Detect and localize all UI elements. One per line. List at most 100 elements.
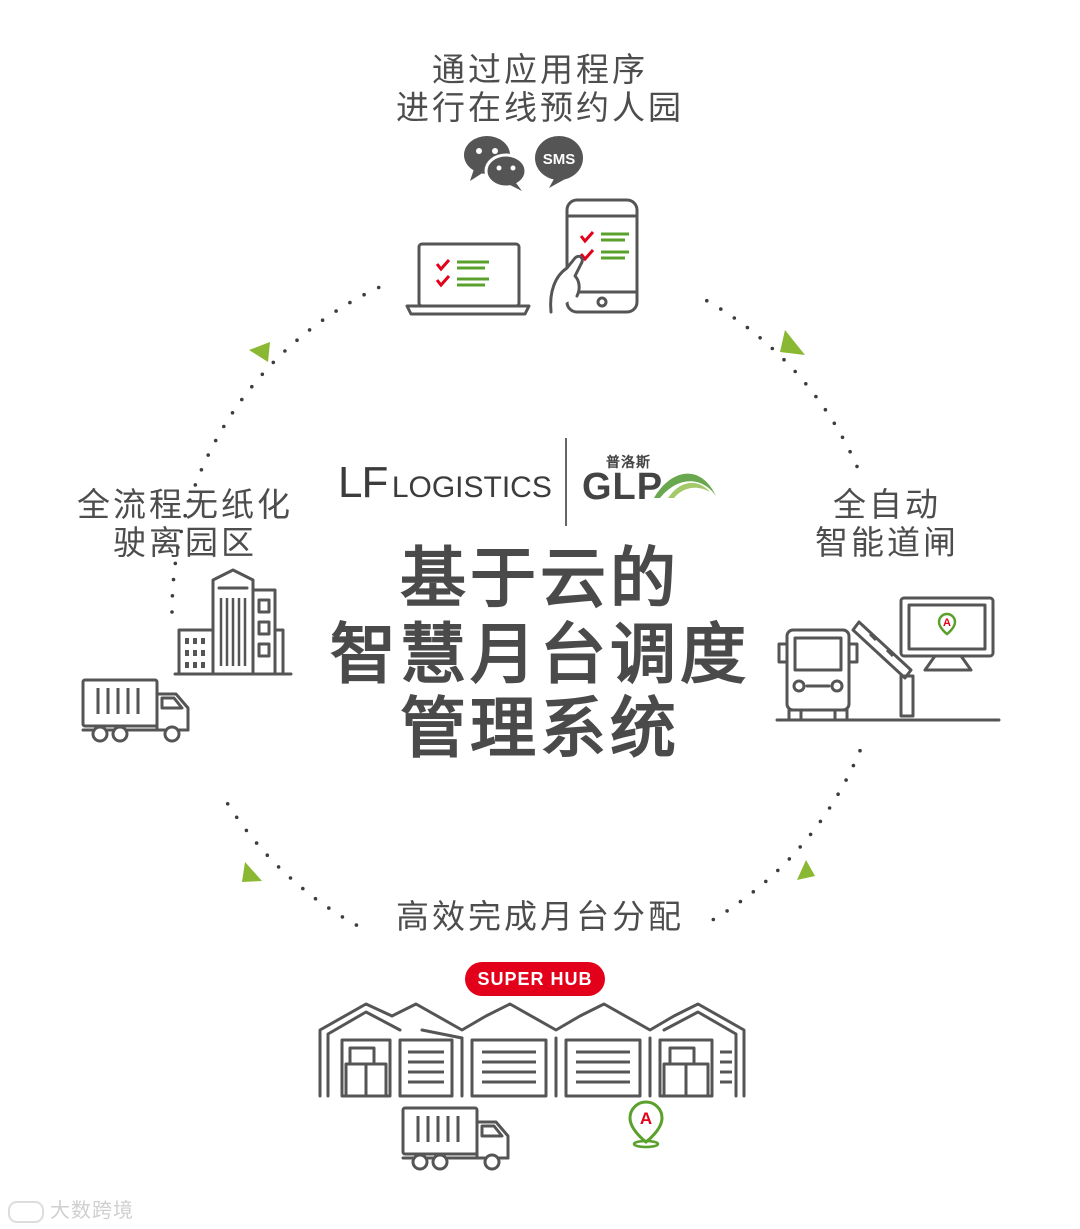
- arrow-bottom-left: [242, 862, 262, 882]
- arrow-top-right: [780, 330, 805, 355]
- cycle-dot: [705, 298, 709, 303]
- bottom-label: 高效完成月台分配: [396, 897, 684, 936]
- cycle-dot: [206, 453, 210, 457]
- cycle-dot: [213, 438, 218, 443]
- glp-chinese-name: 普洛斯: [606, 455, 651, 471]
- cycle-dot: [764, 879, 768, 884]
- truck-icon-left: [81, 678, 190, 743]
- left-label-line2: 驶离园区: [113, 523, 257, 562]
- cycle-dot: [320, 318, 325, 323]
- arrow-top-left: [249, 342, 270, 362]
- warehouse-icon: [318, 1002, 746, 1098]
- location-pin-icon: A: [628, 1100, 664, 1149]
- top-label-line2: 进行在线预约人园: [396, 88, 684, 127]
- cycle-dot: [823, 407, 828, 412]
- watermark: 大数跨境: [8, 1194, 134, 1223]
- cycle-dot: [234, 815, 239, 820]
- center-title-line3: 管理系统: [400, 690, 680, 767]
- cycle-dot: [188, 498, 192, 503]
- cycle-dot: [362, 292, 366, 297]
- cycle-dot: [171, 577, 176, 582]
- cycle-dot: [225, 802, 230, 806]
- cycle-dot: [776, 868, 780, 873]
- cycle-dot: [222, 424, 226, 429]
- cycle-dot: [340, 915, 345, 919]
- cycle-dot: [832, 421, 837, 426]
- cycle-dot: [179, 529, 183, 534]
- cycle-dot: [855, 464, 859, 469]
- cycle-dot: [844, 778, 848, 782]
- cycle-dot: [199, 468, 204, 472]
- cycle-dot: [827, 806, 832, 810]
- cycle-dot: [271, 360, 276, 365]
- right-label-line2: 智能道闸: [815, 523, 959, 562]
- cycle-dot: [265, 853, 270, 857]
- cycle-dot: [244, 828, 249, 833]
- cycle-dot: [745, 325, 750, 330]
- lf-logo-small: LOGISTICS: [391, 471, 552, 504]
- laptop-icon: [405, 242, 531, 316]
- lf-logo-big: LF: [338, 458, 388, 507]
- cycle-dot: [288, 876, 293, 880]
- cycle-dot: [176, 545, 180, 550]
- cycle-dot: [348, 300, 352, 305]
- top-label-line1: 通过应用程序: [432, 50, 648, 89]
- cycle-dot: [276, 865, 281, 869]
- glp-logo-text: GLP: [582, 466, 664, 508]
- center-title-line1: 基于云的: [400, 540, 680, 617]
- center-title-line2: 智慧月台调度: [330, 616, 750, 693]
- cycle-dot: [313, 896, 318, 901]
- arrow-bottom-right: [797, 860, 815, 880]
- cycle-dot: [738, 899, 743, 904]
- cycle-dot: [240, 397, 244, 402]
- right-label-line1: 全自动: [833, 485, 941, 524]
- cycle-dot: [851, 763, 856, 768]
- cycle-dot: [307, 328, 312, 332]
- cycle-dot: [354, 923, 359, 927]
- truck-icon-bottom: [401, 1106, 510, 1171]
- cycle-dot: [183, 513, 187, 518]
- wechat-icon: [464, 136, 528, 191]
- cycle-dot: [334, 309, 338, 313]
- cycle-dot: [804, 382, 808, 386]
- watermark-text: 大数跨境: [50, 1198, 134, 1222]
- cycle-dot: [327, 906, 331, 910]
- cycle-dot: [283, 349, 287, 353]
- cycle-dot: [719, 307, 723, 311]
- cycle-dot: [858, 748, 862, 753]
- super-hub-badge: SUPER HUB: [465, 962, 605, 996]
- lf-logistics-logo: LF LOGISTICS: [338, 458, 552, 508]
- svg-text:SMS: SMS: [543, 151, 576, 168]
- cycle-dot: [193, 483, 198, 487]
- logo-divider: [565, 438, 567, 526]
- svg-text:A: A: [943, 617, 951, 629]
- cycle-dot: [793, 369, 797, 374]
- svg-text:A: A: [640, 1109, 652, 1128]
- cycle-dot: [711, 917, 716, 922]
- cycle-dot: [818, 819, 823, 824]
- cycle-dot: [848, 449, 852, 454]
- cycle-dot: [782, 357, 786, 362]
- cycle-dot: [758, 336, 762, 340]
- cycle-dot: [254, 841, 259, 845]
- cycle-dot: [260, 372, 265, 377]
- cycle-dot: [751, 890, 756, 894]
- cycle-dot: [173, 561, 178, 566]
- buildings-icon: [173, 568, 293, 676]
- cycle-dot: [732, 316, 737, 320]
- cycle-dot: [376, 285, 381, 290]
- cycle-dot: [250, 384, 254, 389]
- phone-icon: [549, 198, 639, 314]
- sms-icon: SMS: [535, 136, 583, 188]
- glp-swoosh-icon: [654, 473, 716, 498]
- cycle-dot: [295, 338, 299, 343]
- cycle-dot: [301, 886, 305, 891]
- cycle-dot: [808, 832, 813, 837]
- cycle-dot: [770, 346, 775, 351]
- cycle-dot: [725, 909, 729, 913]
- cycle-dot: [170, 610, 174, 614]
- watermark-logo-icon: [8, 1200, 44, 1223]
- cycle-dot: [798, 845, 802, 849]
- cycle-dot: [840, 435, 845, 440]
